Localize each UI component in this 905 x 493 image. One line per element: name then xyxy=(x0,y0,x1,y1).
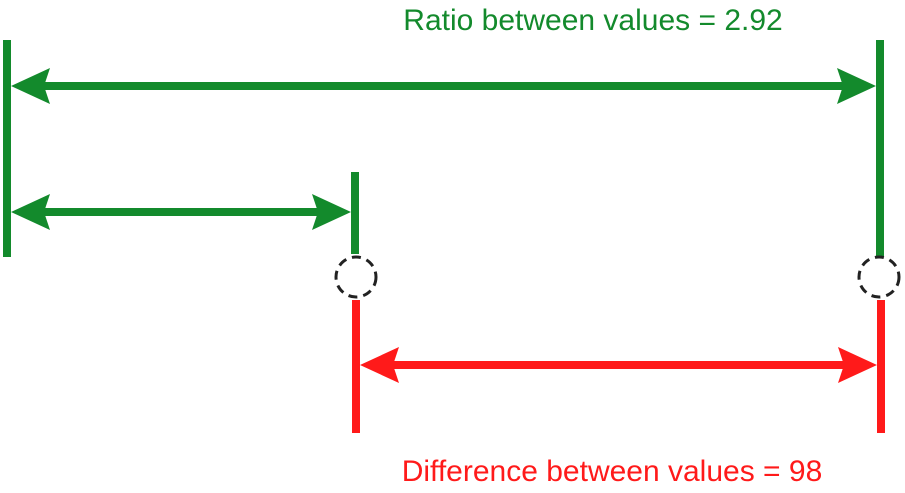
difference-right-bar xyxy=(877,300,885,433)
difference-arrow xyxy=(360,347,877,383)
ratio-label: Ratio between values = 2.92 xyxy=(403,4,782,37)
small-value-marker xyxy=(334,255,378,299)
difference-label: Difference between values = 98 xyxy=(402,455,823,488)
small-value-arrow xyxy=(11,194,351,230)
large-value-bar xyxy=(876,40,884,257)
difference-left-bar xyxy=(352,300,360,433)
small-value-bar xyxy=(351,172,359,254)
left-baseline-bar xyxy=(3,40,11,257)
large-value-arrow xyxy=(11,68,876,104)
large-value-marker xyxy=(857,255,901,299)
